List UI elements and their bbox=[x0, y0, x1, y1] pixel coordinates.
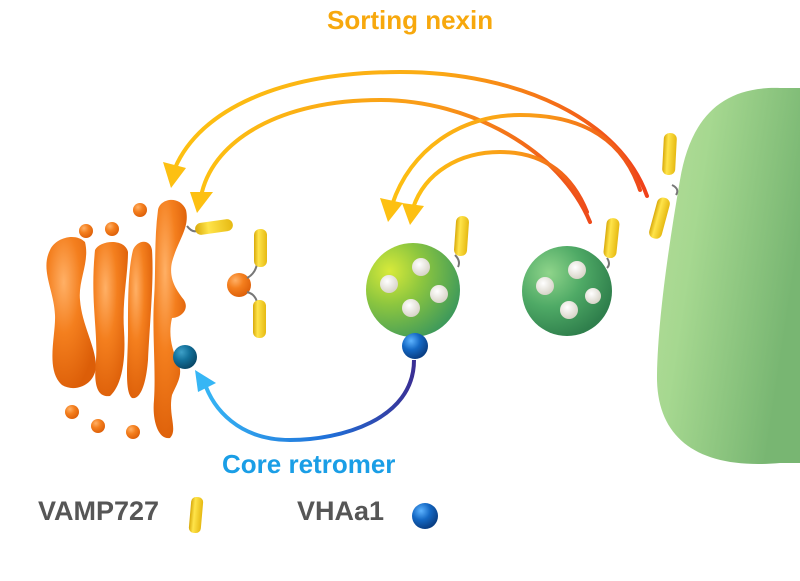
vhaa1-early-endosome bbox=[402, 333, 428, 359]
core-retromer-arrow bbox=[201, 359, 416, 443]
golgi-cisterna-2 bbox=[93, 242, 128, 397]
sorting-nexin-arrows bbox=[173, 69, 649, 224]
core-retromer-label: Core retromer bbox=[222, 449, 396, 479]
late-endosome bbox=[522, 246, 612, 336]
golgi-apparatus bbox=[46, 199, 187, 439]
legend-vamp727-icon bbox=[188, 496, 204, 534]
arrow-late-to-early bbox=[411, 149, 589, 214]
transport-vesicle bbox=[227, 273, 251, 297]
sorting-nexin-arrowheads bbox=[163, 162, 424, 225]
sorting-nexin-label: Sorting nexin bbox=[327, 5, 494, 35]
legend-vamp727-label: VAMP727 bbox=[38, 496, 160, 526]
core-retromer-arrowhead bbox=[195, 370, 216, 392]
arrow-vacuole-to-golgi-outer bbox=[173, 69, 649, 198]
vamp727-vacuole-2 bbox=[649, 197, 670, 239]
vamp727-vacuole-1 bbox=[662, 133, 677, 176]
golgi-cisterna-4 bbox=[153, 199, 187, 439]
vamp727-vesicle-1 bbox=[254, 229, 267, 267]
legend-vhaa1-icon bbox=[412, 503, 438, 529]
vamp727-on-golgi bbox=[195, 219, 233, 235]
vamp727-early-endosome bbox=[454, 216, 469, 257]
early-endosome bbox=[366, 243, 460, 337]
legend-vhaa1-label: VHAa1 bbox=[297, 496, 385, 526]
vamp727-vesicle-2 bbox=[253, 300, 266, 338]
vamp727-late-endosome bbox=[603, 218, 620, 259]
vhaa1-on-golgi bbox=[173, 345, 197, 369]
vacuole bbox=[656, 87, 800, 464]
arrow-vacuole-to-early bbox=[390, 112, 642, 207]
golgi-cisterna-1 bbox=[46, 236, 96, 389]
golgi-cisterna-3 bbox=[127, 241, 153, 399]
